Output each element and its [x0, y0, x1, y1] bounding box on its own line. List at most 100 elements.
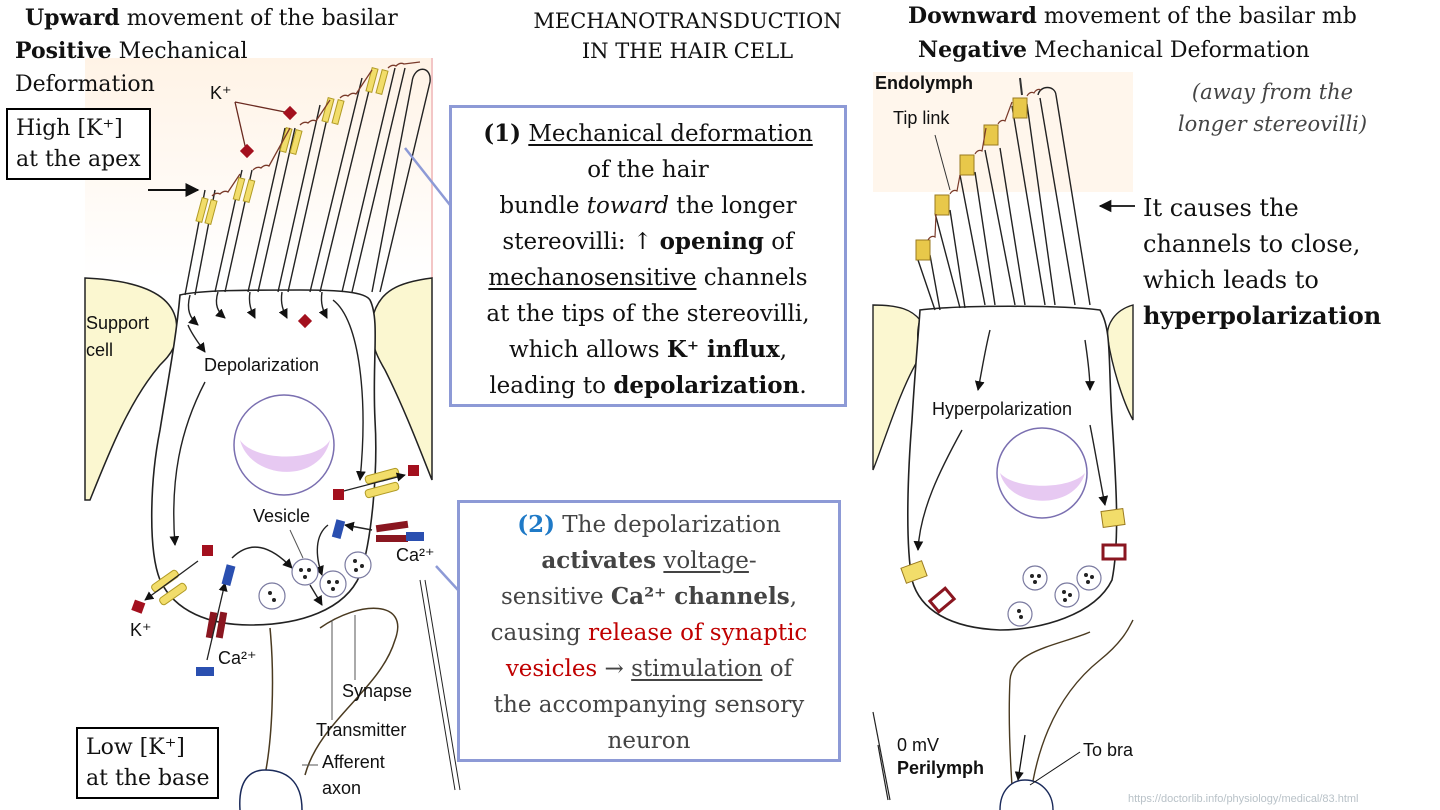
- callout2-line: neuron: [607, 728, 691, 754]
- k-ion: [202, 545, 213, 556]
- page-title: MECHANOTRANSDUCTION IN THE HAIR CELL: [505, 6, 870, 66]
- hyperpolarization-bold: hyperpolarization: [1143, 301, 1382, 330]
- callout1-text: ,: [779, 337, 787, 363]
- callout1-bold: K⁺ influx: [666, 336, 780, 363]
- callout1-text: stereovilli: ↑: [502, 229, 660, 255]
- title-line1: MECHANOTRANSDUCTION: [533, 9, 842, 33]
- afferent-label-2: axon: [322, 778, 362, 798]
- callout2-number: (2): [517, 511, 555, 538]
- left-header-text: movement of the basilar: [119, 6, 398, 31]
- vesicles-left: [258, 551, 372, 610]
- callout1-number: (1): [483, 120, 521, 147]
- k-channel-right-upper: [339, 467, 406, 499]
- k-plus-top-label: K⁺: [210, 83, 232, 103]
- callout1-bold: depolarization: [613, 372, 800, 399]
- transmitter-label: Transmitter: [316, 720, 407, 740]
- callout1-underline: mechanosensitive: [488, 265, 697, 291]
- to-brain-pointer: [1029, 751, 1081, 786]
- depolarization-label: Depolarization: [204, 355, 320, 375]
- ca-ion: [196, 667, 214, 676]
- nucleolus-right: [1000, 473, 1085, 501]
- perilymph-label: Perilymph: [897, 758, 985, 778]
- current-arrows-left: [169, 291, 373, 606]
- callout2-text: The depolarization: [554, 512, 781, 538]
- afferent-label-1: Afferent: [322, 752, 385, 772]
- downward-label: Downward: [908, 3, 1037, 29]
- upward-label: Upward: [25, 5, 120, 31]
- support-cell-left: [84, 277, 178, 501]
- synapse-label: Synapse: [342, 681, 413, 701]
- hyperpolarization-label: Hyperpolarization: [932, 399, 1073, 419]
- callout2-text: ,: [789, 584, 798, 610]
- callout1-bold: opening: [659, 228, 764, 255]
- source-url: https://doctorlib.info/physiology/medica…: [1128, 793, 1359, 805]
- support-cell-label-2: cell: [86, 340, 114, 360]
- tip-link-label: Tip link: [893, 108, 950, 128]
- callout2-text: of: [762, 656, 793, 682]
- callout2-underline: voltage: [663, 548, 749, 574]
- callout1-text: .: [799, 373, 807, 399]
- endolymph-region-right: [873, 72, 1133, 192]
- ca-ion: [221, 564, 236, 586]
- right-text-line: channels to close,: [1143, 230, 1361, 258]
- high-k-line1: High [K⁺]: [16, 116, 123, 141]
- k-channel-left-bottom: [144, 560, 199, 606]
- tip-links-right: [927, 88, 1042, 241]
- nucleus-right: [996, 427, 1088, 519]
- callout2-text: causing: [490, 620, 589, 646]
- k-ion: [131, 599, 146, 614]
- callout-mechanical-deformation: (1) Mechanical deformation of the hair b…: [449, 105, 847, 407]
- right-header-line2: Negative Mechanical Deformation: [918, 34, 1310, 67]
- callout2-underline: stimulation: [631, 656, 763, 682]
- right-header-text: movement of the basilar mb: [1036, 4, 1357, 29]
- callout1-line: at the tips of the stereovilli,: [486, 301, 810, 327]
- k-ion: [333, 489, 344, 500]
- callout2-text: -: [748, 548, 757, 574]
- to-brain-label: To bra: [1083, 740, 1133, 760]
- vesicles-right: [1007, 565, 1102, 627]
- ca-channel-bottom: [205, 582, 228, 661]
- away-note-line1: (away from the: [1191, 80, 1354, 104]
- callout1-text: which allows: [508, 337, 667, 363]
- stereovilli-bundle-right: [917, 86, 1091, 311]
- endolymph-label: Endolymph: [875, 73, 973, 93]
- ca-label-right: Ca²⁺: [396, 545, 435, 565]
- afferent-terminal-left: [239, 769, 303, 810]
- afferent-axon-left: [264, 607, 399, 776]
- callout1-line: of the hair: [587, 157, 709, 183]
- callout1-connector: [404, 147, 451, 206]
- title-line2: IN THE HAIR CELL: [581, 39, 794, 63]
- callout1-italic: toward: [586, 193, 669, 219]
- nucleolus-left: [240, 440, 330, 472]
- zero-mv-label: 0 mV: [897, 735, 940, 755]
- ca-ion: [406, 532, 424, 541]
- callout1-text: the longer: [668, 193, 797, 219]
- callout1-text: of: [763, 229, 794, 255]
- right-header-text: Mechanical Deformation: [1027, 38, 1310, 63]
- vesicle-contents-right: [1017, 573, 1094, 619]
- right-text-line: which leads to: [1143, 266, 1319, 294]
- callout1-text: channels: [696, 265, 808, 291]
- callout1-text: bundle: [499, 193, 587, 219]
- high-k-box: High [K⁺] at the apex: [6, 108, 151, 180]
- vesicle-label: Vesicle: [253, 506, 311, 526]
- k-ion: [282, 105, 298, 121]
- k-ion: [297, 313, 313, 329]
- left-header-line3: Deformation: [15, 72, 155, 97]
- callout2-text: sensitive: [500, 584, 611, 610]
- channels-cell-right: [900, 507, 1127, 614]
- support-cell-right: [370, 277, 433, 481]
- tip-links-left: [211, 61, 421, 197]
- mechanosensitive-channels-left: [195, 67, 389, 225]
- low-k-box: Low [K⁺] at the base: [76, 727, 220, 799]
- callout2-arrow: →: [597, 656, 632, 682]
- high-k-line2: at the apex: [16, 147, 141, 172]
- hyperpolarization-explanation: It causes the channels to close, which l…: [1143, 190, 1381, 334]
- ca-label-bottom: Ca²⁺: [218, 648, 257, 668]
- synapse-pointers: [302, 579, 461, 791]
- away-note-line2: longer stereovilli): [1177, 112, 1368, 136]
- afferent-axon-right: [1008, 619, 1134, 801]
- callout2-red-text: vesicles: [505, 656, 598, 682]
- support-cell-label-1: Support: [86, 313, 150, 333]
- callout1-heading: Mechanical deformation: [528, 121, 813, 147]
